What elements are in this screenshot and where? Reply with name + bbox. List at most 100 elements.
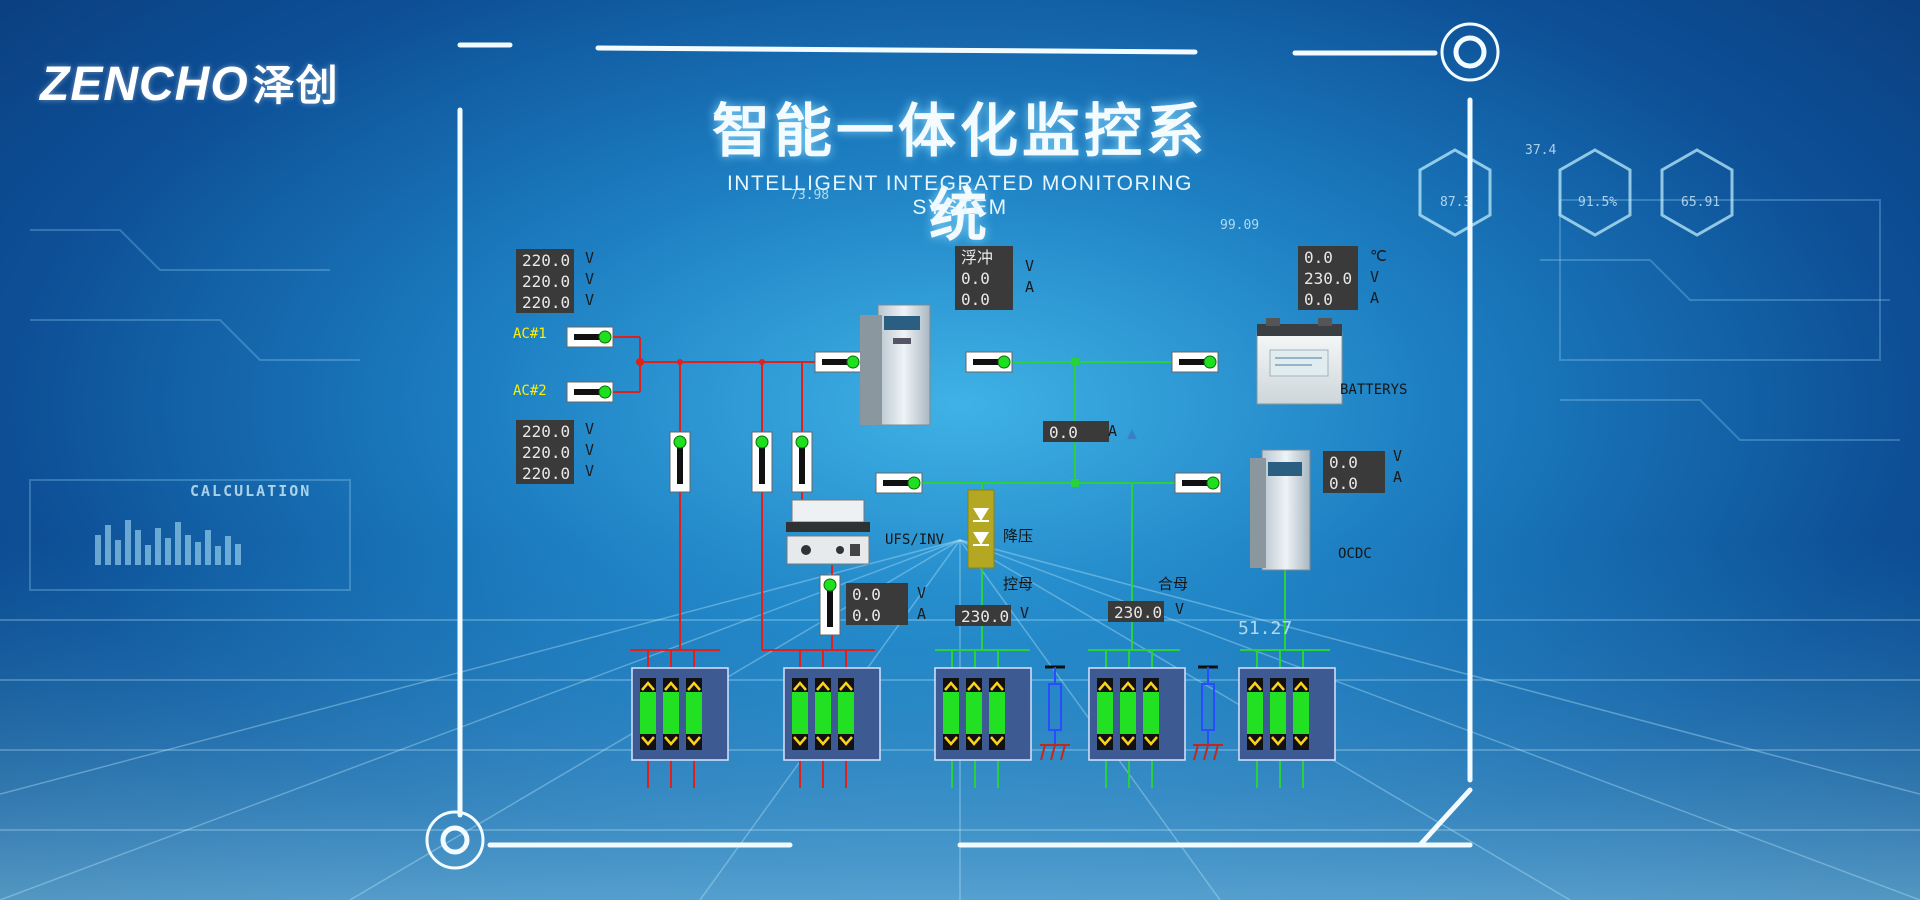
bus-current-display: 0.0 — [1043, 421, 1109, 442]
page-subtitle: INTELLIGENT INTEGRATED MONITORING SYSTEM — [726, 172, 1194, 219]
hex-value-1: 87.3 — [1440, 195, 1472, 210]
ups-voltage: 0.0 — [852, 585, 881, 604]
feeder-panels[interactable] — [631, 667, 1336, 761]
ac2-voltage-a: 220.0 — [522, 422, 571, 441]
breaker-switch-feeder-3[interactable] — [791, 431, 813, 493]
unit-a: A — [1025, 278, 1035, 296]
breaker-switch-rectifier-out[interactable] — [965, 351, 1013, 373]
bg-number-2: 37.4 — [1525, 143, 1557, 158]
breaker-cell — [640, 678, 656, 750]
hex-value-2: 91.5% — [1578, 195, 1618, 210]
rectifier-voltage: 0.0 — [961, 269, 990, 288]
battery-temperature: 0.0 — [1304, 248, 1333, 267]
feeder-panel-icon[interactable] — [1238, 667, 1336, 761]
ac1-voltage-a: 220.0 — [522, 251, 571, 270]
closing-bus-unit: V — [1175, 600, 1185, 618]
bg-number-1: 73.98 — [790, 188, 830, 203]
rectifier-module-icon[interactable] — [860, 304, 931, 426]
dcdc-current: 0.0 — [1329, 474, 1358, 493]
breaker-cell — [686, 678, 702, 750]
battery-display: 0.0 230.0 0.0 — [1298, 246, 1358, 310]
breaker-cell — [1293, 678, 1309, 750]
page-title: 智能一体化监控系统 — [711, 97, 1208, 249]
breaker-cell — [966, 678, 982, 750]
brand-name-cn: 泽创 — [252, 62, 339, 109]
battery-label: BATTERYS — [1340, 382, 1408, 398]
breaker-cell — [815, 678, 831, 750]
closing-bus-label: 合母 — [1158, 575, 1189, 593]
fuse-icon — [1045, 665, 1218, 745]
unit-v: V — [585, 270, 595, 288]
current-direction-icon — [1127, 429, 1137, 439]
breaker-switch-ups-out[interactable] — [819, 574, 841, 636]
unit-v: V — [585, 291, 595, 309]
breaker-cell — [1247, 678, 1263, 750]
ac2-label: AC#2 — [513, 383, 547, 399]
bus-current-unit: A — [1108, 422, 1118, 440]
dcdc-display: 0.0 0.0 — [1323, 451, 1385, 493]
feeder-panel-icon[interactable] — [783, 667, 881, 761]
dcdc-module-icon[interactable] — [1250, 449, 1311, 571]
breaker-switch-dcdc[interactable] — [1174, 472, 1222, 494]
breaker-switch-feeder-1[interactable] — [669, 431, 691, 493]
battery-voltage: 230.0 — [1304, 269, 1353, 288]
feeder-panel-icon[interactable] — [1088, 667, 1186, 761]
control-bus-voltage: 230.0 — [955, 605, 1011, 626]
ac1-voltage-c: 220.0 — [522, 293, 571, 312]
bg-number-3: 51.27 — [1238, 618, 1293, 639]
ac2-voltage-c: 220.0 — [522, 464, 571, 483]
dcdc-label: OCDC — [1338, 546, 1372, 562]
bg-number-4: 99.09 — [1220, 218, 1260, 233]
breaker-switch-ups-in[interactable] — [875, 472, 923, 494]
breaker-cell — [989, 678, 1005, 750]
diode-icon — [967, 489, 995, 569]
breaker-switch-ac2[interactable] — [566, 381, 614, 403]
breaker-switch-feeder-2[interactable] — [751, 431, 773, 493]
breaker-switch-ac1[interactable] — [566, 326, 614, 348]
breaker-cell — [943, 678, 959, 750]
diode-label: 降压 — [1003, 527, 1034, 545]
breaker-cell — [1120, 678, 1136, 750]
unit-v: V — [585, 249, 595, 267]
breaker-cell — [1097, 678, 1113, 750]
rectifier-current: 0.0 — [961, 290, 990, 309]
hex-value-3: 65.91 — [1681, 195, 1721, 210]
control-bus-unit: V — [1020, 604, 1030, 622]
breaker-switches[interactable] — [566, 326, 1222, 636]
breaker-cell — [663, 678, 679, 750]
breaker-switch-battery[interactable] — [1171, 351, 1219, 373]
breaker-cell — [1143, 678, 1159, 750]
ac-wiring — [605, 336, 875, 788]
feeder-panel-icon[interactable] — [631, 667, 729, 761]
unit-a: A — [917, 605, 927, 623]
hud-frame — [457, 42, 1473, 848]
unit-a: A — [1393, 468, 1403, 486]
ups-current: 0.0 — [852, 606, 881, 625]
ac2-voltage-b: 220.0 — [522, 443, 571, 462]
unit-v: V — [1025, 257, 1035, 275]
ups-label: UFS/INV — [885, 532, 945, 548]
unit-v: V — [585, 441, 595, 459]
control-bus-label: 控母 — [1003, 575, 1034, 593]
unit-c: ℃ — [1370, 247, 1387, 265]
unit-a: A — [1370, 289, 1380, 307]
ups-display: 0.0 0.0 — [846, 583, 908, 625]
rectifier-mode: 浮冲 — [961, 248, 994, 267]
unit-v: V — [917, 584, 927, 602]
feeder-panel-icon[interactable] — [934, 667, 1032, 761]
ups-inverter-icon[interactable] — [786, 499, 870, 565]
ac1-label: AC#1 — [513, 326, 547, 342]
ac2-voltage-display: 220.0 220.0 220.0 — [516, 420, 574, 484]
breaker-switch-rectifier-in[interactable] — [814, 351, 862, 373]
dcdc-voltage: 0.0 — [1329, 453, 1358, 472]
breaker-cell — [792, 678, 808, 750]
battery-icon[interactable] — [1256, 318, 1343, 405]
breaker-cell — [838, 678, 854, 750]
rectifier-display: 浮冲 0.0 0.0 — [955, 246, 1013, 310]
